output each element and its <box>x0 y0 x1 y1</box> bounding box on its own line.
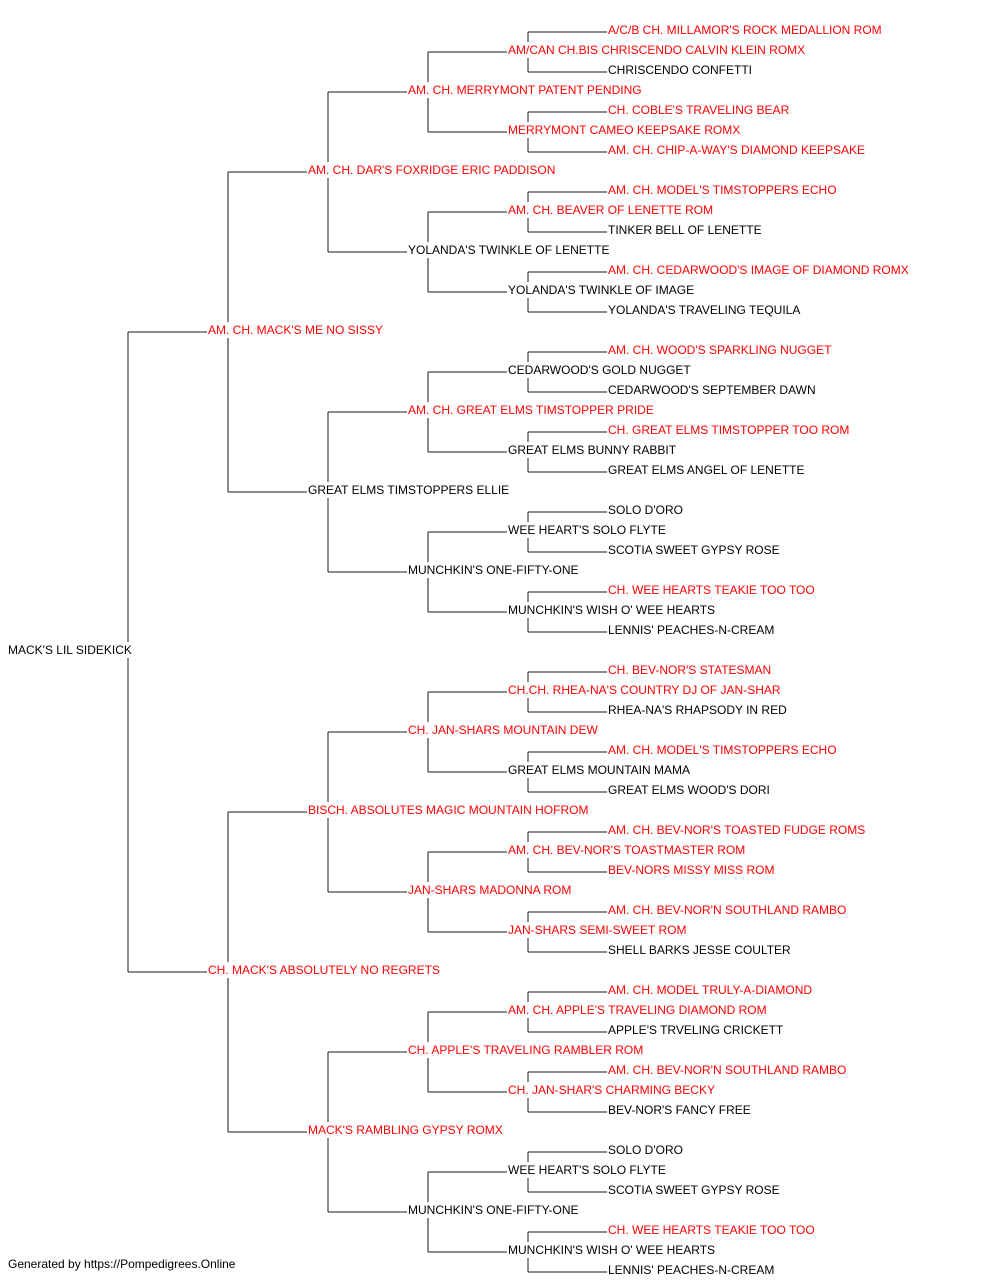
pedigree-name-sire-sire-sire: AM. CH. MERRYMONT PATENT PENDING <box>408 83 642 97</box>
pedigree-name-sire-dam-sire-dam: GREAT ELMS BUNNY RABBIT <box>508 443 677 457</box>
pedigree-name-sire-dam: GREAT ELMS TIMSTOPPERS ELLIE <box>308 483 509 497</box>
pedigree-name-dam-sire-dam-sire-dam: BEV-NORS MISSY MISS ROM <box>608 863 774 877</box>
pedigree-name-dam-sire-sire-sire-dam: RHEA-NA'S RHAPSODY IN RED <box>608 703 787 717</box>
pedigree-name-sire-sire-dam-dam-sire: AM. CH. CEDARWOOD'S IMAGE OF DIAMOND ROM… <box>608 263 909 277</box>
pedigree-name-sire-dam-sire: AM. CH. GREAT ELMS TIMSTOPPER PRIDE <box>408 403 654 417</box>
pedigree-name-dam-dam-sire-dam-sire: AM. CH. BEV-NOR'N SOUTHLAND RAMBO <box>608 1063 846 1077</box>
pedigree-name-sire-dam-sire-sire-sire: AM. CH. WOOD'S SPARKLING NUGGET <box>608 343 832 357</box>
pedigree-name-sire-dam-sire-sire: CEDARWOOD'S GOLD NUGGET <box>508 363 691 377</box>
pedigree-name-dam-dam-dam: MUNCHKIN'S ONE-FIFTY-ONE <box>408 1203 579 1217</box>
pedigree-name-dam-sire: BISCH. ABSOLUTES MAGIC MOUNTAIN HOFROM <box>308 803 588 817</box>
pedigree-name-dam-dam: MACK'S RAMBLING GYPSY ROMX <box>308 1123 503 1137</box>
pedigree-name-sire-sire-sire-dam-dam: AM. CH. CHIP-A-WAY'S DIAMOND KEEPSAKE <box>608 143 865 157</box>
pedigree-name-dam-dam-dam-sire: WEE HEART'S SOLO FLYTE <box>508 1163 666 1177</box>
pedigree-name-dam-sire-dam-dam-sire: AM. CH. BEV-NOR'N SOUTHLAND RAMBO <box>608 903 846 917</box>
pedigree-name-sire-dam-sire-dam-dam: GREAT ELMS ANGEL OF LENETTE <box>608 463 805 477</box>
pedigree-name-dam-dam-sire-dam-dam: BEV-NOR'S FANCY FREE <box>608 1103 751 1117</box>
pedigree-name-dam-sire-sire-dam-dam: GREAT ELMS WOOD'S DORI <box>608 783 770 797</box>
pedigree-name-sire-sire-sire-dam-sire: CH. COBLE'S TRAVELING BEAR <box>608 103 790 117</box>
pedigree-name-dam-sire-sire-sire-sire: CH. BEV-NOR'S STATESMAN <box>608 663 771 677</box>
pedigree-name-sire-sire-sire-sire-sire: A/C/B CH. MILLAMOR'S ROCK MEDALLION ROM <box>608 23 882 37</box>
pedigree-name-sire-sire-dam: YOLANDA'S TWINKLE OF LENETTE <box>408 243 609 257</box>
pedigree-name-sire-sire-dam-sire-sire: AM. CH. MODEL'S TIMSTOPPERS ECHO <box>608 183 837 197</box>
pedigree-name-dam-sire-sire-dam-sire: AM. CH. MODEL'S TIMSTOPPERS ECHO <box>608 743 837 757</box>
pedigree-name-dam-dam-sire-sire-dam: APPLE'S TRVELING CRICKETT <box>608 1023 784 1037</box>
pedigree-name-dam-dam-sire-dam: CH. JAN-SHAR'S CHARMING BECKY <box>508 1083 715 1097</box>
pedigree-name-sire-sire-dam-sire-dam: TINKER BELL OF LENETTE <box>608 223 762 237</box>
pedigree-name-sire-dam-dam-dam-dam: LENNIS' PEACHES-N-CREAM <box>608 623 774 637</box>
pedigree-name-sire-dam-dam-sire-dam: SCOTIA SWEET GYPSY ROSE <box>608 543 780 557</box>
pedigree-name-dam-dam-dam-sire-dam: SCOTIA SWEET GYPSY ROSE <box>608 1183 780 1197</box>
pedigree-name-sire-dam-dam-dam-sire: CH. WEE HEARTS TEAKIE TOO TOO <box>608 583 815 597</box>
pedigree-name-dam-sire-dam: JAN-SHARS MADONNA ROM <box>408 883 571 897</box>
pedigree-name-dam-dam-sire-sire-sire: AM. CH. MODEL TRULY-A-DIAMOND <box>608 983 812 997</box>
generated-by-footer: Generated by https://Pompedigrees.Online <box>8 1257 236 1271</box>
pedigree-name-sire-sire-sire-sire-dam: CHRISCENDO CONFETTI <box>608 63 752 77</box>
pedigree-name-sire-dam-sire-dam-sire: CH. GREAT ELMS TIMSTOPPER TOO ROM <box>608 423 849 437</box>
pedigree-name-dam-dam-dam-dam-sire: CH. WEE HEARTS TEAKIE TOO TOO <box>608 1223 815 1237</box>
pedigree-name-dam-dam-dam-dam: MUNCHKIN'S WISH O' WEE HEARTS <box>508 1243 715 1257</box>
pedigree-name-dam-dam-sire: CH. APPLE'S TRAVELING RAMBLER ROM <box>408 1043 643 1057</box>
pedigree-name-sire-sire: AM. CH. DAR'S FOXRIDGE ERIC PADDISON <box>308 163 555 177</box>
pedigree-name-sire: AM. CH. MACK'S ME NO SISSY <box>208 323 383 337</box>
pedigree-name-dam-sire-sire-sire: CH.CH. RHEA-NA'S COUNTRY DJ OF JAN-SHAR <box>508 683 781 697</box>
pedigree-name-sire-dam-dam: MUNCHKIN'S ONE-FIFTY-ONE <box>408 563 579 577</box>
pedigree-name-dam: CH. MACK'S ABSOLUTELY NO REGRETS <box>208 963 440 977</box>
pedigree-name-dam-sire-dam-sire: AM. CH. BEV-NOR'S TOASTMASTER ROM <box>508 843 745 857</box>
pedigree-name-subject: MACK'S LIL SIDEKICK <box>8 643 132 657</box>
pedigree-name-sire-sire-dam-dam-dam: YOLANDA'S TRAVELING TEQUILA <box>608 303 800 317</box>
pedigree-name-sire-dam-dam-sire-sire: SOLO D'ORO <box>608 503 683 517</box>
pedigree-name-sire-sire-dam-dam: YOLANDA'S TWINKLE OF IMAGE <box>508 283 694 297</box>
pedigree-name-sire-dam-sire-sire-dam: CEDARWOOD'S SEPTEMBER DAWN <box>608 383 816 397</box>
pedigree-name-sire-sire-dam-sire: AM. CH. BEAVER OF LENETTE ROM <box>508 203 713 217</box>
pedigree-name-dam-dam-dam-dam-dam: LENNIS' PEACHES-N-CREAM <box>608 1263 774 1277</box>
pedigree-name-sire-sire-sire-dam: MERRYMONT CAMEO KEEPSAKE ROMX <box>508 123 740 137</box>
pedigree-name-sire-dam-dam-sire: WEE HEART'S SOLO FLYTE <box>508 523 666 537</box>
pedigree-name-dam-dam-dam-sire-sire: SOLO D'ORO <box>608 1143 683 1157</box>
pedigree-name-sire-dam-dam-dam: MUNCHKIN'S WISH O' WEE HEARTS <box>508 603 715 617</box>
pedigree-name-dam-sire-dam-dam: JAN-SHARS SEMI-SWEET ROM <box>508 923 686 937</box>
pedigree-name-dam-sire-sire: CH. JAN-SHARS MOUNTAIN DEW <box>408 723 598 737</box>
pedigree-name-dam-sire-dam-sire-sire: AM. CH. BEV-NOR'S TOASTED FUDGE ROMS <box>608 823 865 837</box>
pedigree-name-dam-sire-sire-dam: GREAT ELMS MOUNTAIN MAMA <box>508 763 690 777</box>
pedigree-name-dam-dam-sire-sire: AM. CH. APPLE'S TRAVELING DIAMOND ROM <box>508 1003 767 1017</box>
pedigree-name-sire-sire-sire-sire: AM/CAN CH.BIS CHRISCENDO CALVIN KLEIN RO… <box>508 43 805 57</box>
pedigree-name-dam-sire-dam-dam-dam: SHELL BARKS JESSE COULTER <box>608 943 791 957</box>
